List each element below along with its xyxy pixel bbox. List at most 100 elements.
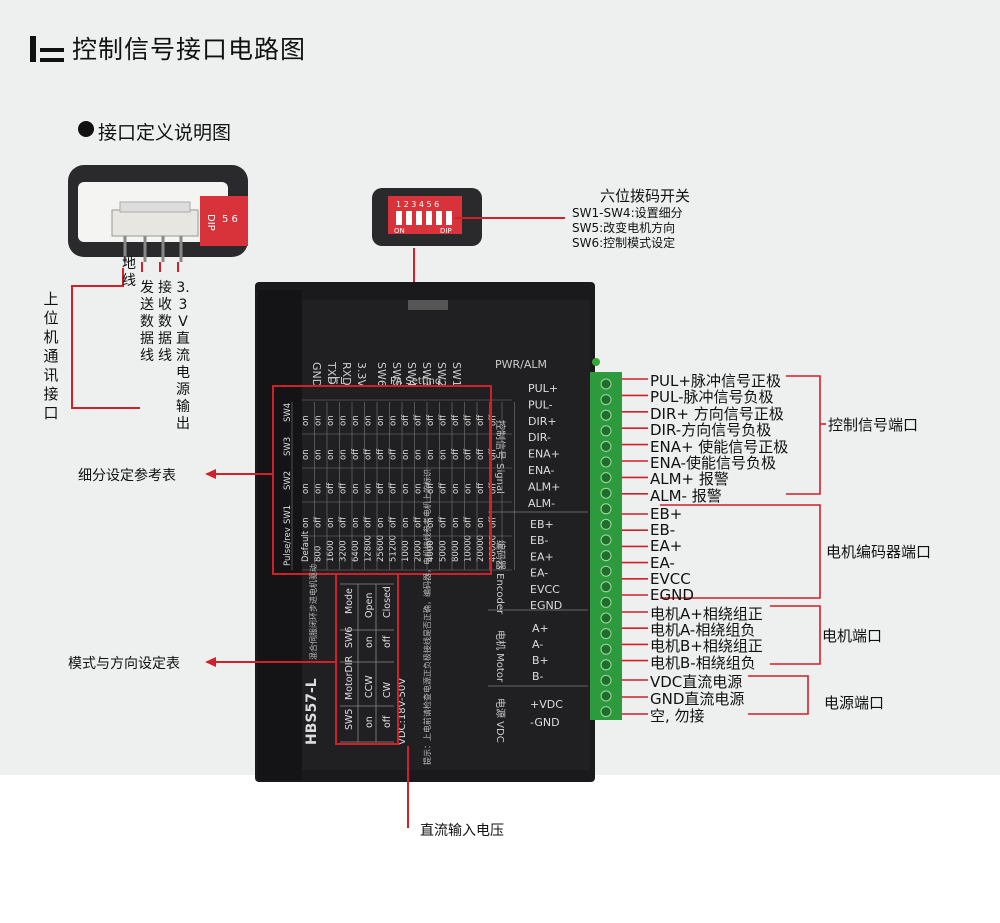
terminal-screw-icon: [600, 550, 612, 562]
micro-cell: 5000: [439, 540, 449, 562]
micro-cell: on: [351, 415, 361, 426]
micro-header-2: SW2: [283, 471, 293, 490]
hdr-sw4: SW4: [405, 362, 418, 387]
driver-body: [255, 282, 595, 782]
title-mark-icon: [30, 36, 64, 62]
micro-cell: on: [426, 449, 436, 460]
mode-header-mode: Mode: [344, 588, 355, 614]
vdc-range: VDC:18V-50V: [397, 678, 408, 745]
mode-cell-sw-0: on: [364, 636, 375, 648]
micro-header-4: SW4: [283, 403, 293, 422]
ctrl-desc-0: PUL+脉冲信号正极: [650, 372, 781, 390]
device-pin-ctrl-4: ENA+: [528, 448, 560, 461]
motor-desc-1: 电机A-相绕组负: [650, 621, 756, 640]
micro-cell: off: [464, 414, 474, 426]
terminal-screw-icon: [600, 581, 612, 593]
micro-cell: on: [351, 517, 361, 528]
section-motor-label: 电机 Motor: [494, 630, 507, 683]
enc-desc-3: EA-: [650, 553, 675, 572]
device-pin-enc-4: EVCC: [530, 583, 560, 596]
micro-cell: off: [364, 516, 374, 528]
micro-cell: 25600: [376, 535, 386, 562]
micro-cell: on: [364, 415, 374, 426]
micro-cell: on: [339, 415, 349, 426]
micro-cell: on: [339, 449, 349, 460]
hdr-sw6: SW6: [375, 362, 388, 387]
group-ctrl: 控制信号端口: [828, 416, 919, 434]
device-pin-enc-5: EGND: [530, 599, 562, 612]
micro-cell: on: [314, 415, 324, 426]
power-desc-1: GND直流电源: [650, 690, 745, 708]
dip-on-label: ON: [394, 227, 405, 235]
micro-cell: 1000: [401, 540, 411, 562]
micro-cell: off: [351, 448, 361, 460]
micro-cell: on: [439, 449, 449, 460]
group-motor: 电机端口: [822, 627, 883, 645]
micro-cell: off: [326, 482, 336, 494]
dip-title: 六位拨码开关: [600, 187, 691, 205]
dir-cell-sw-0: on: [364, 716, 375, 728]
micro-cell: on: [301, 415, 311, 426]
micro-cell: 51200: [389, 535, 399, 562]
ctrl-desc-4: ENA+ 使能信号正极: [650, 437, 789, 456]
device-pin-ctrl-3: DIR-: [528, 431, 551, 444]
page-title: 控制信号接口电路图: [72, 35, 307, 64]
enc-desc-4: EVCC: [650, 569, 691, 588]
mode-cell-mode-1: Closed: [382, 586, 393, 618]
micro-cell: off: [364, 448, 374, 460]
micro-cell: off: [401, 414, 411, 426]
device-pin-labels: PUL+PUL-DIR+DIR-ENA+ENA-ALM+ALM-EB+EB-EA…: [528, 382, 563, 729]
micro-cell: off: [489, 516, 499, 528]
ctrl-desc-5: ENA-使能信号负极: [650, 454, 777, 472]
label-dc-input: 直流输入电压: [420, 823, 504, 839]
terminal-screw-icon: [600, 394, 612, 406]
device-model: HBS57-L: [304, 678, 320, 745]
terminal-screw-icon: [600, 456, 612, 468]
ctrl-desc-3: DIR-方向信号负极: [650, 421, 772, 440]
terminal-screw-icon: [600, 628, 612, 640]
dip-numbers: 1 2 3 4 5 6: [396, 200, 439, 209]
terminal-screw-icon: [600, 487, 612, 499]
micro-cell: 10000: [464, 535, 474, 562]
mode-cell-mode-0: Open: [364, 593, 375, 618]
power-desc-0: VDC直流电源: [650, 673, 743, 691]
micro-cell: on: [476, 517, 486, 528]
hdr-sw2: SW2: [435, 362, 448, 387]
micro-cell: 3200: [339, 540, 349, 562]
micro-cell: off: [489, 414, 499, 426]
micro-cell: off: [426, 414, 436, 426]
ctrl-desc-2: DIR+ 方向信号正极: [650, 404, 784, 423]
page-subtitle: 接口定义说明图: [98, 122, 232, 144]
micro-cell: on: [301, 449, 311, 460]
terminal-screw-icon: [600, 378, 612, 390]
micro-cell: 4000: [426, 540, 436, 562]
terminal-screw-icon: [600, 565, 612, 577]
mode-table: ModeSW6OpenonClosedoffMotorDIRSW5CCWonCW…: [340, 583, 394, 743]
micro-cell: off: [489, 482, 499, 494]
label-mode-dir: 模式与方向设定表: [68, 656, 180, 672]
micro-cell: 20000: [476, 535, 486, 562]
dir-cell-dir-1: CW: [382, 681, 393, 698]
micro-cell: on: [401, 449, 411, 460]
enc-desc-0: EB+: [650, 505, 683, 523]
ttl-label: TTL: [327, 376, 346, 387]
motor-desc-3: 电机B-相绕组负: [650, 653, 756, 672]
micro-cell: off: [464, 448, 474, 460]
device-pin-motor-0: A+: [532, 622, 549, 635]
device-pin-enc-3: EA-: [530, 567, 548, 580]
label-33v: 3.3V直流电源输出: [176, 280, 190, 432]
terminal-screw-icon: [600, 643, 612, 655]
dip-line-3: SW6:控制模式设定: [572, 236, 676, 250]
device-pin-motor-3: B-: [532, 670, 544, 683]
device-pin-ctrl-2: DIR+: [528, 415, 557, 428]
device-pin-power-0: +VDC: [530, 698, 563, 711]
device-pin-ctrl-0: PUL+: [528, 382, 558, 395]
label-ground: 地线: [122, 256, 136, 289]
micro-cell: on: [314, 483, 324, 494]
motor-desc-2: 电机B+相绕组正: [650, 637, 763, 656]
device-pin-motor-1: A-: [532, 638, 543, 651]
dip-dip-label: DIP: [440, 227, 452, 235]
device-model-sub: 混合伺服闭环步进电机驱动: [308, 564, 318, 660]
micro-cell: on: [351, 483, 361, 494]
